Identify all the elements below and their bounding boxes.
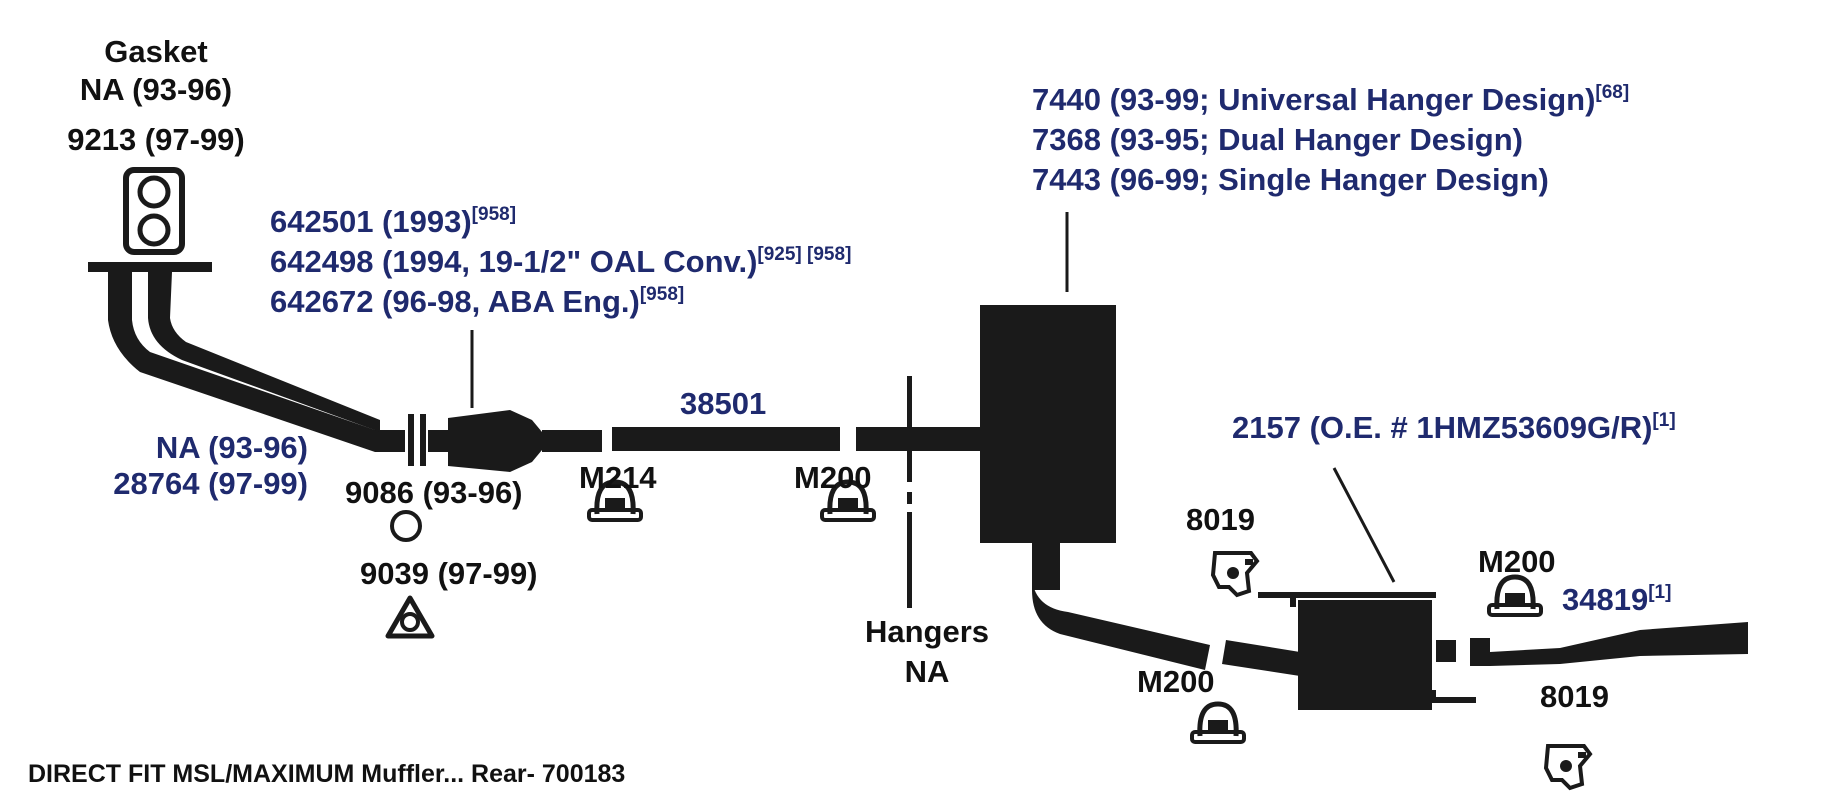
gasket-ring-icon bbox=[390, 510, 422, 542]
gasket-line1: NA (93-96) bbox=[80, 72, 232, 107]
gasket-line2: 9213 (97-99) bbox=[67, 122, 245, 157]
muffler-part bbox=[1258, 592, 1476, 710]
gasket-triangle-icon bbox=[385, 595, 435, 639]
clamp-m214-icon bbox=[587, 479, 643, 522]
clamp-m214-label: M214 bbox=[579, 460, 657, 495]
clamp-m200-icon bbox=[1487, 574, 1543, 617]
clamp-m200-label: M200 bbox=[1478, 544, 1556, 579]
muffler-label: 2157 (O.E. # 1HMZ53609G/R)[1] bbox=[1232, 410, 1676, 445]
clamp-m200-label: M200 bbox=[794, 460, 872, 495]
gasket-title: Gasket bbox=[104, 34, 207, 69]
muffler-inlet-pipe bbox=[1222, 640, 1300, 676]
front-pipe-part bbox=[88, 262, 405, 452]
gasket-part bbox=[123, 167, 185, 255]
clamp-m200-label: M200 bbox=[1137, 664, 1215, 699]
intermediate-pipe-label: 38501 bbox=[680, 386, 766, 421]
flange-gasket-line2: 9039 (97-99) bbox=[360, 556, 538, 591]
clamp-m200-icon bbox=[820, 479, 876, 522]
resonator-line2: 7368 (93-95; Dual Hanger Design) bbox=[1032, 122, 1523, 157]
intermediate-pipe-part bbox=[612, 427, 840, 451]
resonator-line3: 7443 (96-99; Single Hanger Design) bbox=[1032, 162, 1549, 197]
flange-part bbox=[408, 414, 426, 466]
hanger-8019-icon bbox=[1543, 744, 1593, 791]
hanger-marker bbox=[907, 376, 912, 608]
resonator-inlet-pipe bbox=[856, 427, 986, 451]
front-pipe-line2: 28764 (97-99) bbox=[113, 466, 308, 501]
tailpipe-part bbox=[1470, 622, 1748, 666]
hanger-8019-icon bbox=[1210, 551, 1260, 598]
clamp-m200-icon bbox=[1190, 701, 1246, 744]
converter-line3: 642672 (96-98, ABA Eng.)[958] bbox=[270, 284, 684, 319]
flange-gasket-line1: 9086 (93-96) bbox=[345, 475, 523, 510]
leader-lines bbox=[470, 212, 1396, 583]
hangers-line2: NA bbox=[905, 654, 950, 689]
resonator-part bbox=[980, 305, 1210, 670]
converter-line1: 642501 (1993)[958] bbox=[270, 204, 516, 239]
catalytic-converter-part bbox=[428, 410, 602, 472]
converter-line2: 642498 (1994, 19-1/2" OAL Conv.)[925] [9… bbox=[270, 244, 851, 279]
footer-caption: DIRECT FIT MSL/MAXIMUM Muffler... Rear- … bbox=[28, 760, 625, 788]
hangers-line1: Hangers bbox=[865, 614, 989, 649]
hanger-8019-label: 8019 bbox=[1186, 502, 1255, 537]
tailpipe-label: 34819[1] bbox=[1562, 582, 1671, 617]
hanger-8019-label: 8019 bbox=[1540, 679, 1609, 714]
resonator-line1: 7440 (93-99; Universal Hanger Design)[68… bbox=[1032, 82, 1629, 117]
front-pipe-line1: NA (93-96) bbox=[156, 430, 308, 465]
